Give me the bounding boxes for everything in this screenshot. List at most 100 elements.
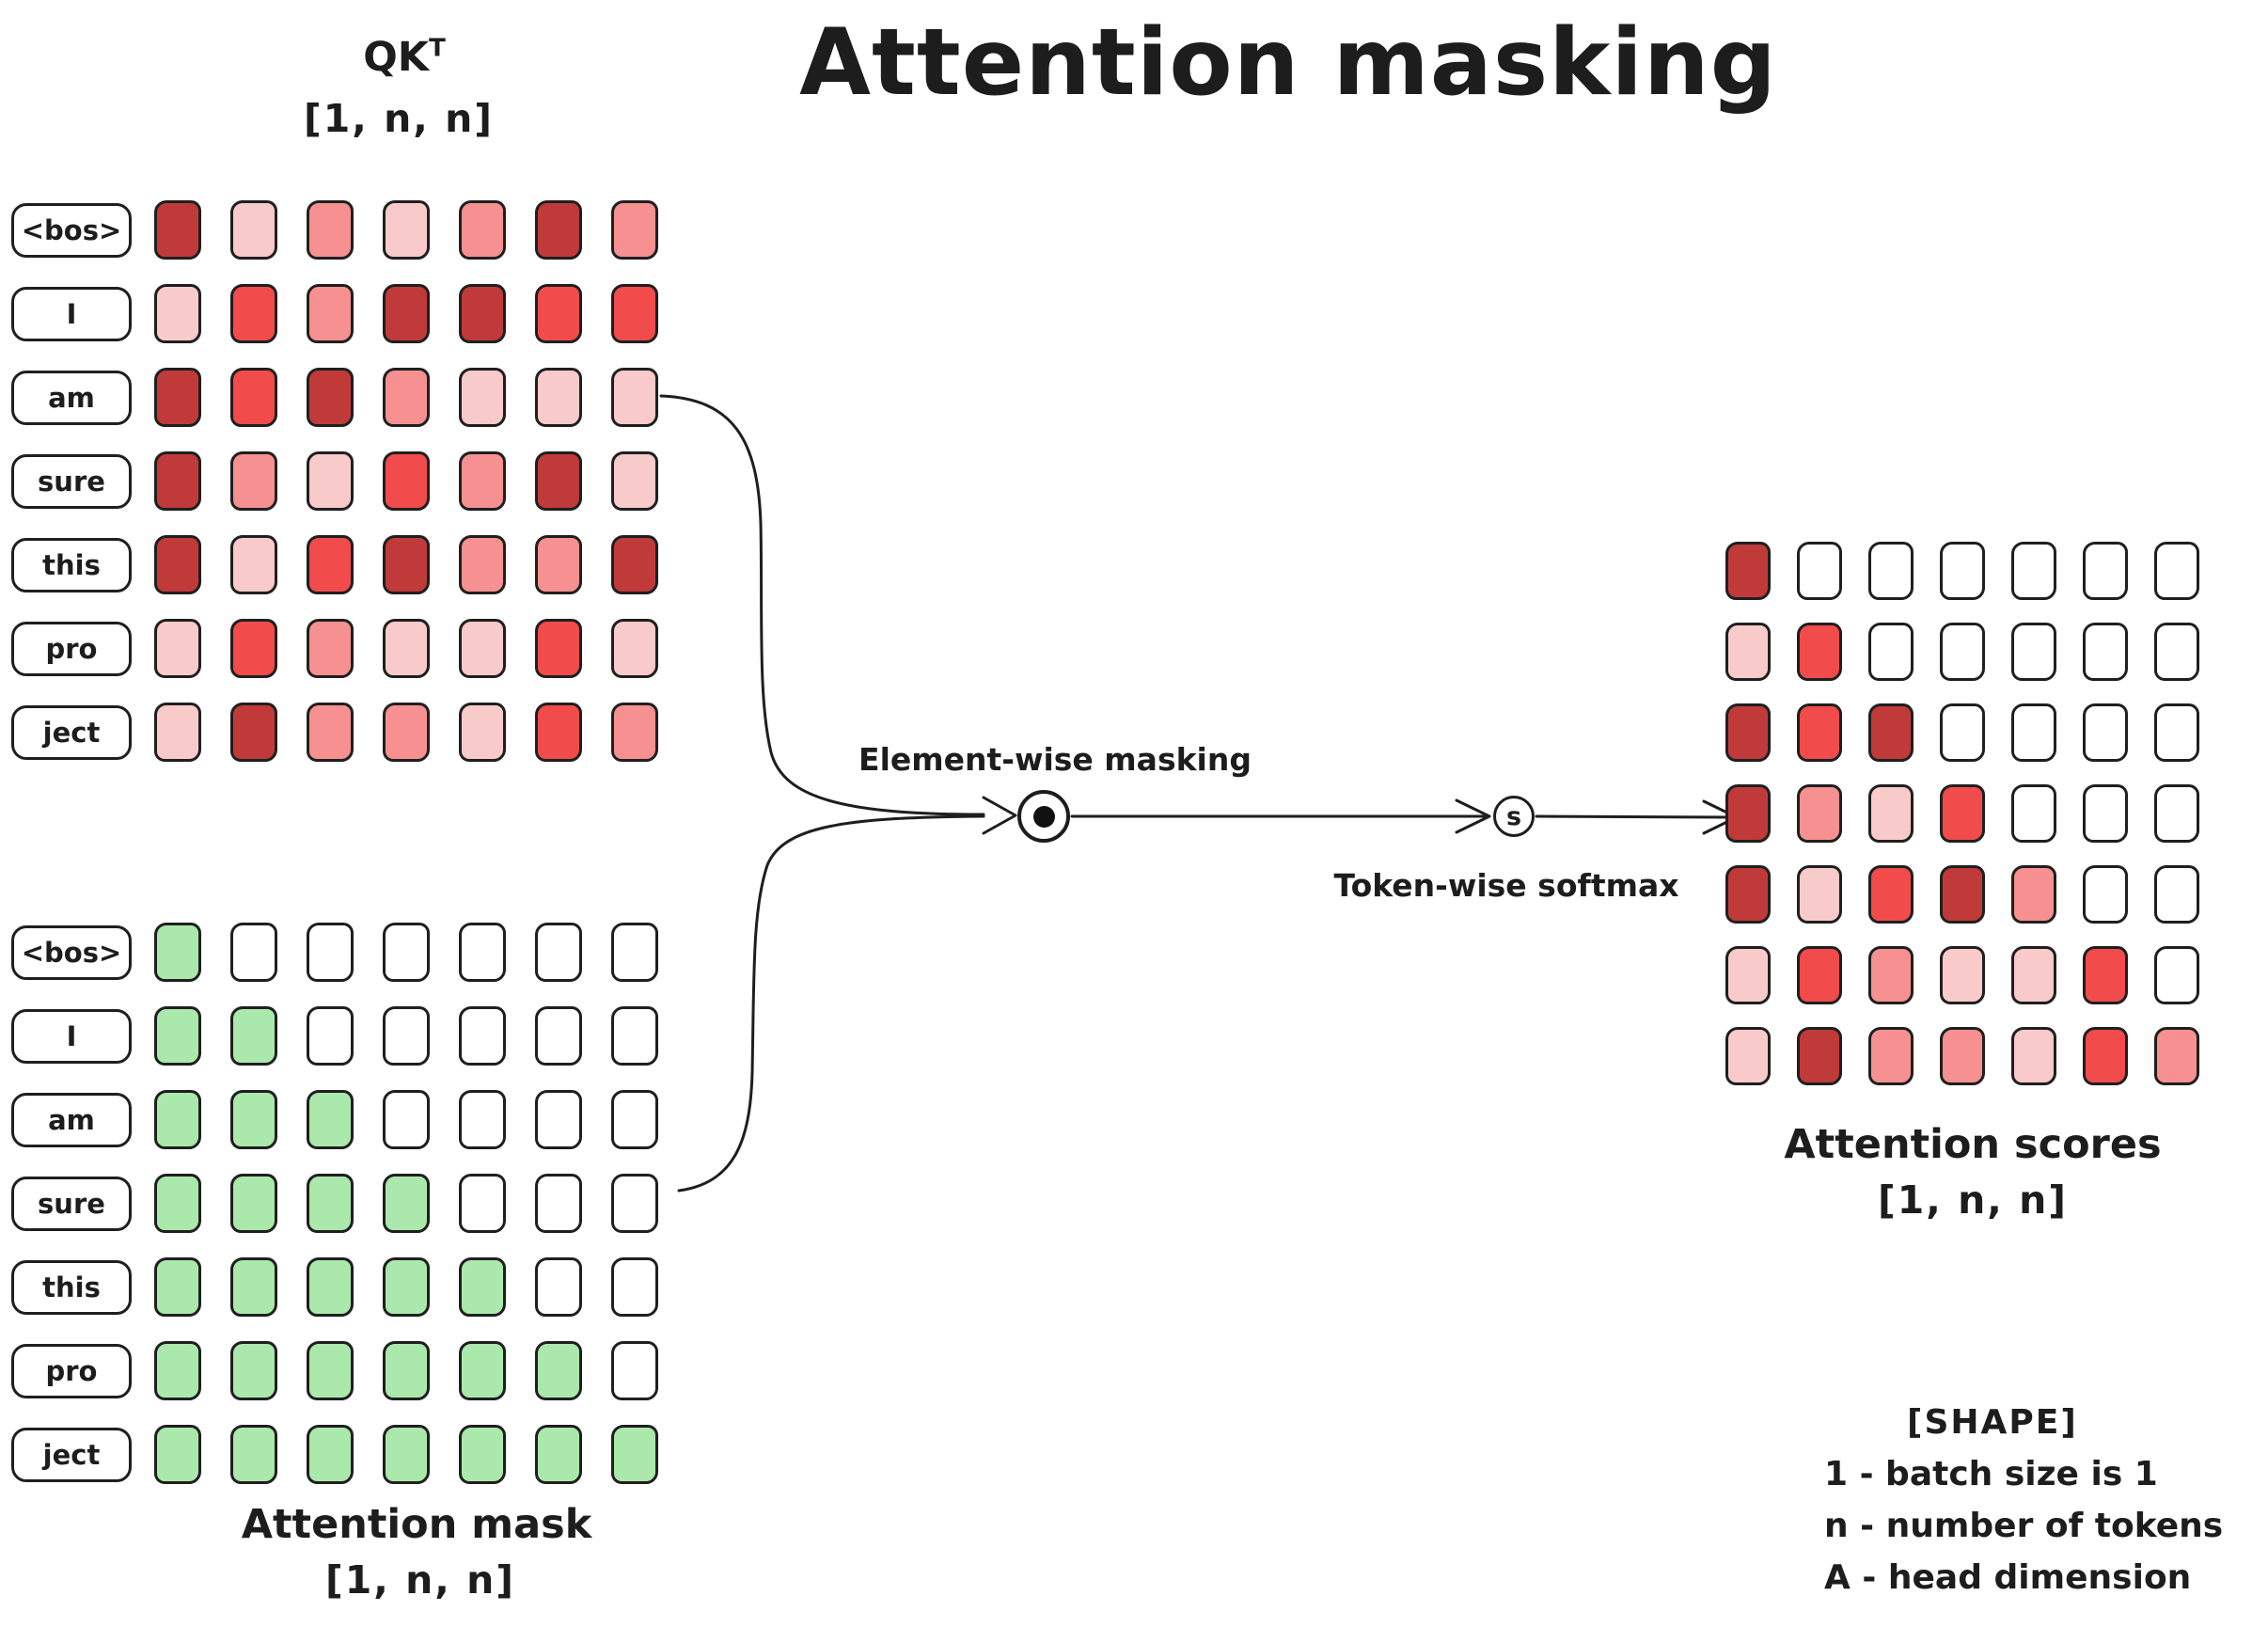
qkt-cell — [154, 619, 201, 678]
qkt-cell — [307, 451, 354, 511]
mask-cell — [459, 1341, 506, 1400]
token-box-ject: ject — [11, 1427, 132, 1482]
page-title: Attention masking — [799, 9, 1777, 117]
mask-cell — [611, 1090, 658, 1149]
scores-cell — [1725, 1027, 1771, 1085]
scores-cell — [2011, 542, 2056, 600]
token-box-ject: ject — [11, 704, 132, 760]
mask-row: sure — [11, 1174, 658, 1233]
scores-cell — [1725, 865, 1771, 924]
mask-cell — [535, 1174, 582, 1233]
qkt-cell — [535, 703, 582, 762]
mask-cell — [230, 1341, 277, 1400]
scores-cell — [1940, 865, 1985, 924]
softmax-to-scores-line — [1535, 814, 1735, 819]
mask-cell — [535, 923, 582, 982]
scores-cell — [1940, 784, 1985, 843]
scores-cell — [2083, 946, 2128, 1004]
qkt-cell — [307, 535, 354, 594]
mask-cell — [535, 1090, 582, 1149]
scores-cell — [1940, 703, 1985, 762]
scores-cell — [2083, 1027, 2128, 1085]
mask-shape-label: [1, n, n] — [324, 1557, 516, 1603]
mask-cell — [230, 1174, 277, 1233]
scores-cell — [2154, 623, 2199, 681]
scores-cell — [1797, 542, 1842, 600]
scores-row — [1725, 865, 2199, 924]
scores-cell — [1797, 623, 1842, 681]
qkt-cell — [230, 200, 277, 260]
scores-cell — [2154, 865, 2199, 924]
token-box-i: I — [11, 1008, 132, 1064]
mask-cell — [611, 1174, 658, 1233]
mask-cell — [459, 1174, 506, 1233]
scores-cell — [2083, 865, 2128, 924]
token-box-sure: sure — [11, 453, 132, 509]
qkt-cell — [535, 619, 582, 678]
qkt-cell — [230, 451, 277, 511]
qkt-cell — [383, 703, 430, 762]
scores-cell — [2011, 946, 2056, 1004]
qkt-cell — [307, 284, 354, 343]
arrowhead-into-hadamard — [982, 796, 1017, 835]
scores-matrix — [1725, 542, 2199, 1085]
softmax-node: s — [1493, 796, 1535, 837]
scores-cell — [2083, 623, 2128, 681]
qkt-cell — [459, 200, 506, 260]
scores-cell — [1868, 703, 1914, 762]
mask-cell — [154, 923, 201, 982]
qkt-cell — [307, 703, 354, 762]
scores-cell — [2011, 623, 2056, 681]
scores-row — [1725, 946, 2199, 1004]
mask-cell — [383, 1090, 430, 1149]
mask-cell — [230, 1425, 277, 1484]
mask-cell — [535, 1006, 582, 1066]
mask-row: this — [11, 1257, 658, 1317]
qkt-cell — [154, 451, 201, 511]
mask-cell — [459, 923, 506, 982]
mask-cell — [154, 1090, 201, 1149]
scores-row — [1725, 1027, 2199, 1085]
qkt-cell — [611, 451, 658, 511]
scores-cell — [2083, 784, 2128, 843]
scores-cell — [2154, 542, 2199, 600]
mask-cell — [230, 1006, 277, 1066]
qkt-cell — [383, 200, 430, 260]
qkt-label-base: QK — [363, 34, 430, 81]
token-box-sure: sure — [11, 1176, 132, 1231]
legend-line-batch: 1 - batch size is 1 — [1824, 1455, 2158, 1493]
mask-cell — [383, 1341, 430, 1400]
qkt-row: this — [11, 535, 658, 594]
scores-cell — [2011, 703, 2056, 762]
qkt-matrix-label: QKT — [363, 34, 446, 81]
token-box-this: this — [11, 537, 132, 592]
qkt-cell — [154, 703, 201, 762]
qkt-cell — [230, 368, 277, 427]
qkt-cell — [459, 284, 506, 343]
token-box-i: I — [11, 286, 132, 341]
token-box-bos: <bos> — [11, 924, 132, 980]
scores-cell — [1725, 703, 1771, 762]
mask-cell — [154, 1174, 201, 1233]
mask-cell — [383, 1257, 430, 1317]
scores-cell — [1868, 623, 1914, 681]
scores-cell — [1797, 1027, 1842, 1085]
mask-cell — [611, 1425, 658, 1484]
scores-cell — [1940, 1027, 1985, 1085]
scores-cell — [1868, 865, 1914, 924]
qkt-cell — [307, 368, 354, 427]
mask-cell — [459, 1090, 506, 1149]
scores-cell — [1725, 623, 1771, 681]
softmax-symbol: s — [1505, 801, 1522, 831]
qkt-row: <bos> — [11, 200, 658, 260]
token-box-pro: pro — [11, 621, 132, 676]
qkt-cell — [230, 619, 277, 678]
mask-to-masking-curve — [677, 814, 985, 1193]
mask-cell — [611, 1257, 658, 1317]
qkt-cell — [459, 451, 506, 511]
mask-cell — [459, 1425, 506, 1484]
qkt-row: pro — [11, 619, 658, 678]
token-box-this: this — [11, 1259, 132, 1315]
qkt-cell — [535, 451, 582, 511]
